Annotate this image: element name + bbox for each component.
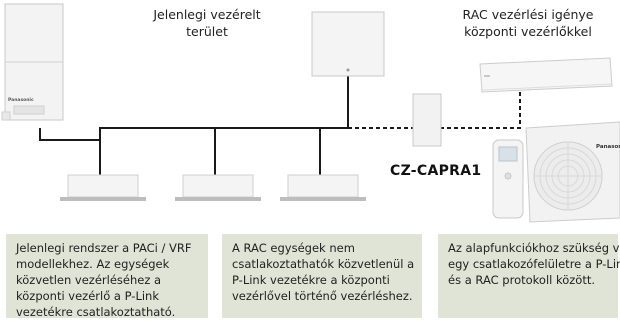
info-box-1-line: közvetlen vezérléséhez a — [16, 273, 162, 287]
adapter-box — [412, 93, 442, 147]
rac-remote-controller — [492, 139, 524, 219]
wire-cassette2-to-cassette3 — [214, 127, 321, 175]
outdoor-brand-logo: Panasonic — [8, 97, 34, 103]
info-box-3-line: egy csatlakozófelületre a P-Link — [448, 257, 620, 271]
rac-outdoor-brand-logo: Panasonic — [596, 144, 620, 150]
rac-need-label-line2: központi vezérlőkkel — [464, 24, 592, 39]
central-controller-panel — [311, 11, 385, 77]
info-box-1-line: vezetékre csatlakoztatható. — [16, 305, 176, 319]
info-box-3-line: és a RAC protokoll között. — [448, 273, 596, 287]
info-box-2-line: vezérlővel történő vezérléshez. — [232, 289, 413, 303]
info-box-2-line: csatlakoztathatók közvetlenül a — [232, 257, 415, 271]
arrow-2-to-3 — [422, 244, 438, 282]
info-box-2-line: P-Link vezetékre a központi — [232, 273, 390, 287]
cassette-unit-2 — [175, 174, 261, 201]
info-box-1-line: modellekhez. Az egységek — [16, 257, 170, 271]
cassette-unit-1 — [60, 174, 146, 201]
cassette-unit-3 — [280, 174, 366, 201]
arrow-1-to-2 — [206, 244, 222, 282]
dashed-wire-to-rac-indoor — [440, 92, 521, 129]
p-link-wiring — [39, 76, 349, 175]
info-box-3-line: Az alapfunkciókhoz szükség van — [448, 241, 620, 255]
info-box-1: Jelenlegi rendszer a PACi / VRF modellek… — [6, 234, 208, 319]
wire-outdoor-to-cassette1 — [39, 128, 101, 175]
current-area-label-line1: Jelenlegi vezérelt — [153, 7, 261, 22]
rac-need-label-line1: RAC vezérlési igénye — [462, 7, 594, 22]
info-box-1-line: központi vezérlő a P-Link — [16, 289, 159, 303]
info-box-3: Az alapfunkciókhoz szükség van egy csatl… — [438, 234, 620, 318]
rac-need-label: RAC vezérlési igénye központi vezérlőkke… — [438, 6, 618, 40]
info-box-1-line: Jelenlegi rendszer a PACi / VRF — [16, 241, 192, 255]
current-area-label: Jelenlegi vezérelt terület — [112, 6, 302, 40]
adapter-model-label: CZ-CAPRA1 — [390, 163, 482, 179]
wire-cassette1-to-cassette2 — [99, 127, 216, 175]
rac-wiring — [320, 92, 521, 129]
wire-to-central-controller — [319, 76, 349, 175]
rac-indoor-unit — [479, 57, 613, 93]
rac-outdoor-unit — [525, 121, 620, 223]
info-box-2: A RAC egységek nem csatlakoztathatók köz… — [222, 234, 422, 318]
current-area-label-line2: terület — [186, 24, 228, 39]
outdoor-unit-vrf — [1, 3, 64, 121]
info-box-2-line: A RAC egységek nem — [232, 241, 355, 255]
